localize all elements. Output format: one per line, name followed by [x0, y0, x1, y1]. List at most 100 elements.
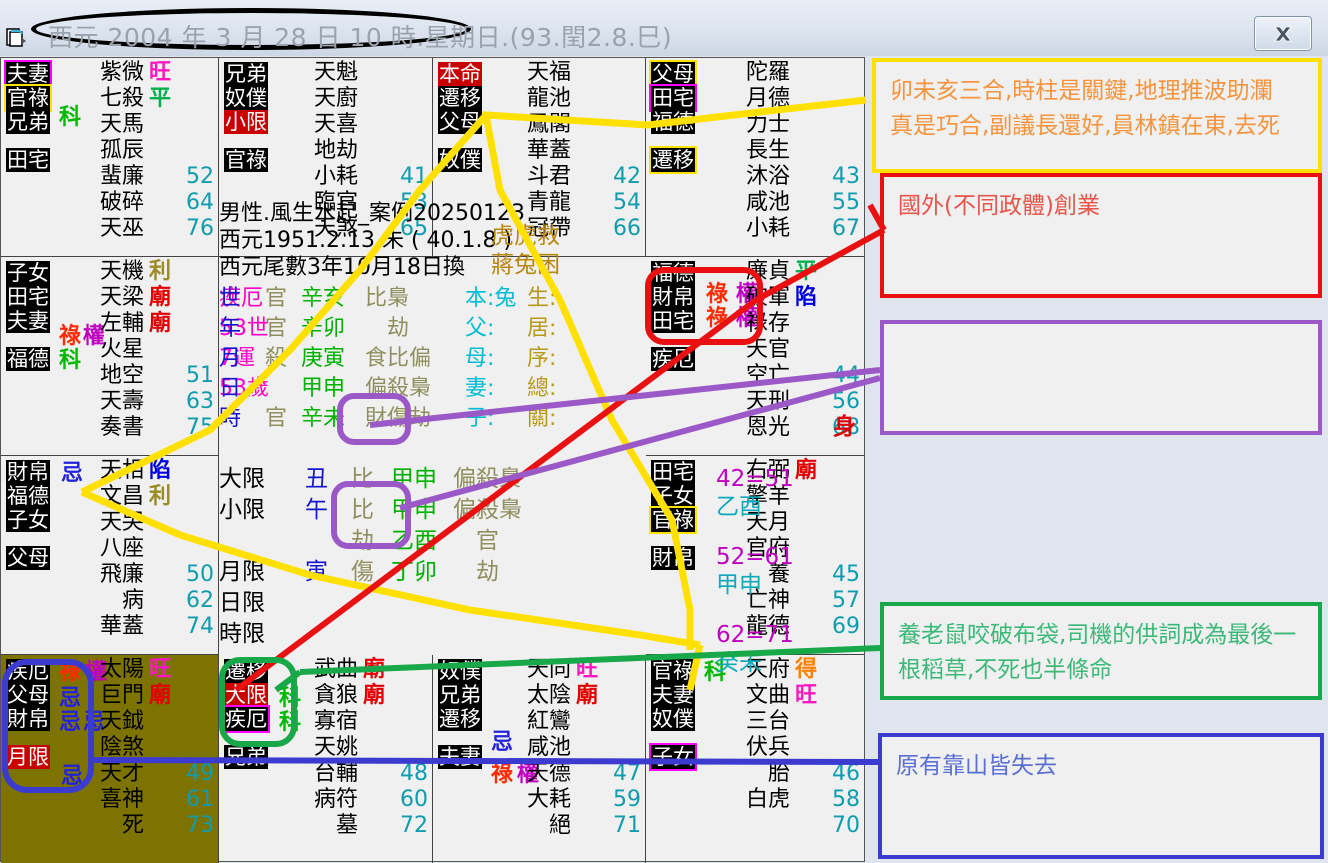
star-row: 紅鸞	[527, 709, 641, 735]
star-row: 破軍陷	[746, 285, 860, 311]
palace-label-row: 財帛	[6, 707, 50, 731]
close-button[interactable]	[1254, 16, 1312, 51]
decade-range: 52=61	[716, 544, 794, 570]
annotation-note-red[interactable]: 國外(不同政體)創業	[880, 173, 1322, 298]
slogan-line: 蔣兔困	[491, 252, 560, 278]
palace-label-row: 疾厄	[651, 347, 695, 371]
star-age-number: 58	[832, 787, 860, 812]
palace-label: 福德	[651, 261, 695, 285]
palace-label-row: 遷移	[651, 148, 695, 172]
star-row: 天姚	[314, 735, 428, 761]
star-brightness: 利	[148, 259, 171, 284]
palace-label-row: 福德	[651, 261, 695, 285]
pillar-ten-god-right: 比梟	[365, 286, 410, 311]
annotation-note-blue[interactable]: 原有靠山皆失去	[878, 733, 1324, 859]
limit-ten-god-left: 比	[351, 466, 374, 492]
palace-label-row: 夫妻	[6, 309, 50, 333]
palace-label: 遷移	[224, 659, 268, 683]
limits-panel: 大限丑比甲申偏殺梟小限午比甲申偏殺梟劫乙酉 官月限寅傷丁卯 劫日限時限 42=5…	[219, 465, 794, 676]
decade-range: 62=71	[716, 622, 794, 648]
palace-label: 遷移	[438, 86, 482, 110]
palace-label-row: 田宅	[6, 148, 50, 172]
star-name: 力士	[745, 112, 790, 137]
palace-label: 大限	[224, 683, 268, 707]
palace-label-row: 父母	[651, 62, 695, 86]
pillar-row: 月殺庚寅食比偏母:序:	[219, 346, 597, 376]
palace-label-row: 官祿	[651, 508, 695, 532]
decade-range: 42=51	[716, 466, 794, 492]
palace-label-stack: 財帛福德子女父母	[6, 460, 50, 570]
palace-label-row: 官祿	[651, 659, 695, 683]
transformation-mark: 祿	[59, 324, 82, 349]
star-brightness: 廟	[575, 683, 598, 708]
palace-label: 父母	[651, 62, 695, 86]
family-entry: 子:	[465, 406, 495, 431]
label-spacer	[651, 532, 695, 546]
pillar-ganzhi: 辛未	[301, 406, 346, 431]
pillar-ten-god-right: 財傷劫	[365, 406, 432, 431]
palace-label-stack: 父母田宅福德遷移	[651, 62, 695, 172]
star-age-number: 49	[186, 761, 214, 786]
star-name: 火星	[99, 337, 144, 362]
star-name: 天姚	[313, 735, 358, 760]
annotation-note-green[interactable]: 養老鼠咬破布袋,司機的供詞成為最後一根稻草,不死也半條命	[880, 602, 1322, 700]
star-name: 華蓋	[99, 614, 144, 639]
limit-ten-god-right: 偏殺梟	[453, 497, 522, 523]
star-row: 陰煞	[100, 735, 214, 761]
star-age-number: 47	[613, 761, 641, 786]
palace-label: 兄弟	[224, 62, 268, 86]
star-age-number: 72	[400, 813, 428, 838]
star-name: 沐浴	[745, 164, 790, 189]
limit-name: 時限	[219, 621, 265, 647]
palace-label-row: 福德	[6, 484, 50, 508]
annotation-note-yellow[interactable]: 卯未亥三合,時柱是關鍵,地理推波助瀾真是巧合,副議長還好,員林鎮在東,去死	[872, 58, 1322, 173]
star-name: 文昌	[99, 484, 144, 509]
palace-label-row: 子女	[6, 261, 50, 285]
palace-label: 福德	[6, 347, 50, 371]
misc-entry: 序:	[527, 346, 557, 371]
star-row: 鳳閣	[527, 112, 641, 138]
star-name: 天壽	[99, 389, 144, 414]
star-name: 太陰	[526, 683, 571, 708]
palace-label-row: 兄弟	[6, 110, 50, 134]
pillar-ten-god-left: 殺	[265, 346, 288, 371]
family-entry: 母:	[465, 346, 495, 371]
palace-label-stack: 子女田宅夫妻福德	[6, 261, 50, 371]
transformation-mark: 忌	[61, 764, 84, 789]
star-age-number: 41	[400, 164, 428, 189]
star-row: 天梁廟	[100, 285, 214, 311]
slogan-line: 虎虎救	[491, 223, 560, 249]
pillar-ten-god-right: 食比偏	[365, 346, 432, 371]
limit-branch: 寅	[305, 559, 328, 585]
star-name: 天梁	[99, 285, 144, 310]
annotation-note-purple[interactable]	[880, 320, 1322, 435]
palace-label-stack: 兄弟奴僕小限官祿	[224, 62, 268, 172]
star-age-number: 59	[613, 787, 641, 812]
palace-label: 田宅	[6, 285, 50, 309]
label-spacer	[651, 333, 695, 347]
palace-label-row: 夫妻	[6, 62, 50, 86]
palace-label: 疾厄	[6, 659, 50, 683]
star-name: 寡宿	[313, 709, 358, 734]
label-spacer	[438, 731, 482, 745]
star-name: 貪狼	[313, 683, 358, 708]
